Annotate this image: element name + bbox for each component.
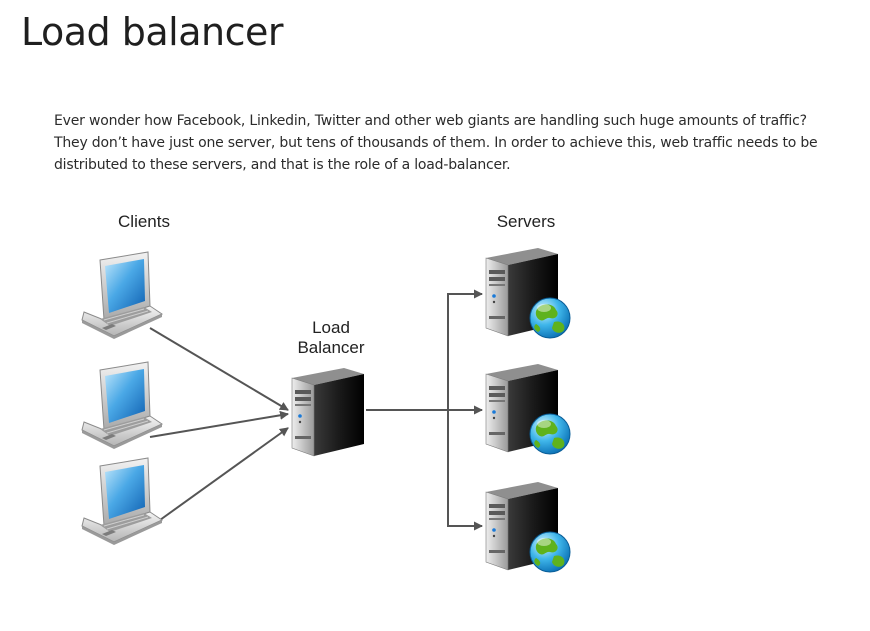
arrow-server-3 (447, 410, 483, 531)
page-title: Load balancer (21, 10, 283, 54)
globe-icon (529, 413, 571, 455)
arrow-client-1 (149, 327, 289, 411)
client-arrows (149, 327, 289, 521)
server-arrows (366, 289, 483, 531)
arrow-server-1 (447, 289, 483, 410)
laptop-icon (81, 251, 163, 340)
laptop-icon (81, 361, 163, 450)
balancer-label-line1: Load (312, 318, 350, 337)
balancer-label-line2: Balancer (297, 338, 364, 357)
intro-paragraph: Ever wonder how Facebook, Linkedin, Twit… (54, 113, 818, 173)
servers-label: Servers (497, 212, 556, 231)
arrow-client-2 (149, 410, 289, 438)
globe-icon (529, 297, 571, 339)
laptop-icon (81, 457, 163, 546)
server-tower-icon (291, 367, 365, 457)
arrow-client-3 (159, 427, 289, 521)
clients-label: Clients (118, 212, 170, 231)
globe-icon (529, 531, 571, 573)
